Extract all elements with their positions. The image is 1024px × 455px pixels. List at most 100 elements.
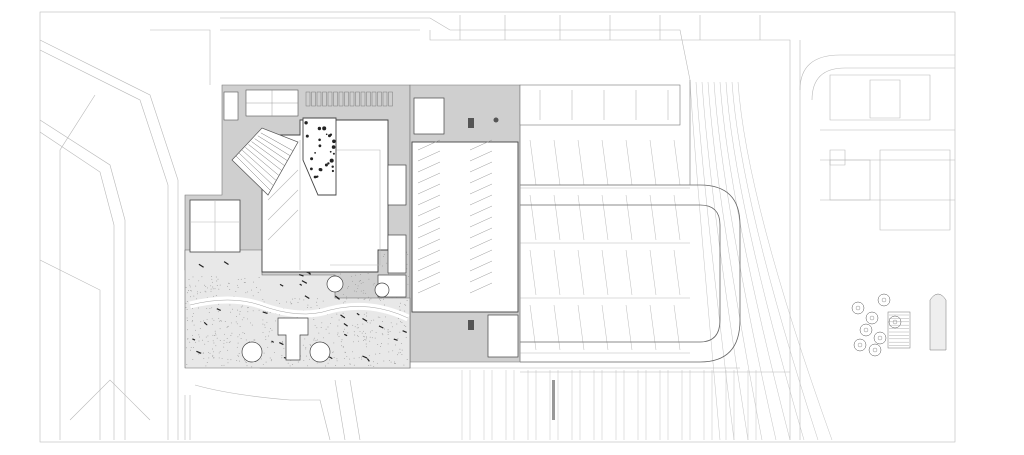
planting-dot [244,333,246,334]
planting-dot [239,313,241,315]
planting-dot [308,358,310,360]
parking-bay [382,91,388,107]
planting-dot [405,304,407,306]
planting-dot [206,362,208,364]
canopy-hatch-line [417,227,493,239]
planting-dot [205,285,207,287]
bay-line [601,139,609,186]
planting-dot [213,295,215,297]
planting-dot [403,325,405,327]
planting-dot [227,325,229,327]
garden-stage [277,317,309,361]
terrace-row [235,155,271,191]
planting-dot [364,298,366,300]
planting-dot [271,329,273,331]
planting-dot [264,311,266,313]
planting-dot [221,365,223,367]
planting-dot [252,295,254,297]
planting-dot [214,332,216,334]
planting-dot [406,300,408,301]
planting-dot [354,326,356,328]
planting-dot [204,284,206,286]
planting-dot [292,364,294,366]
foliage-dot [331,145,336,149]
planting-dot [387,330,389,332]
planting-dot [394,344,396,346]
planting-dot [276,300,278,302]
planting-dot [366,315,367,317]
planting-dot [239,334,240,336]
planting-dot [370,364,372,366]
shrub-mark [279,283,284,287]
planting-dot [190,346,192,348]
parked-vehicle-1 [468,118,474,128]
planting-dot [226,338,228,339]
planting-dot [218,352,220,354]
planting-dot [192,359,194,361]
planting-dot [193,312,195,314]
planting-dot [203,320,204,322]
foliage-dot [318,144,322,148]
tree-icon [851,301,865,315]
tree-icon [888,315,902,329]
planting-dot [219,340,221,342]
planting-dot [230,311,232,313]
planting-dot [279,302,281,304]
planting-dot [398,352,400,354]
planting-dot [383,304,385,306]
planting-dot [199,291,201,293]
canopy-hatch-line [417,172,493,184]
planting-dot [361,358,363,360]
planting-dot [313,319,315,320]
bay-line [529,304,537,351]
planting-dot [314,324,316,326]
planting-dot [368,365,370,366]
planting-dot [219,320,221,322]
planting-dot [242,332,244,334]
bay-line [625,139,633,186]
planting-dot [341,339,343,341]
tree-icon [857,342,863,348]
planting-dot [313,337,315,339]
planting-dot [363,330,364,332]
planting-dot [408,276,410,277]
canopy-hatch-line [417,216,493,228]
parking-bay [377,91,382,107]
planting-dot [205,291,207,293]
planting-dot [388,337,390,339]
planting-dot [294,298,296,300]
planting-dot [186,301,188,302]
planting-dot [268,331,270,333]
planting-dot [399,309,401,311]
planting-dot [255,287,257,288]
planting-dot [223,346,225,348]
planting-dot [407,283,409,285]
terrace-row [245,147,279,176]
parking-bay [333,91,338,107]
planting-dot [262,332,264,334]
court-hatch [889,314,909,346]
shrub-mark [362,317,368,322]
bay-line [553,304,561,351]
planting-dot [196,291,198,293]
planting-dot [218,357,220,359]
planting-dot [191,290,192,292]
foliage-dot [305,134,309,138]
planting-dot [305,355,307,357]
canopy-hatch-line [417,161,493,173]
planting-dot [368,296,370,298]
planting-dot [342,345,344,347]
planting-dot [290,303,292,305]
planting-dot [377,316,379,318]
tree-icon [877,335,883,341]
planting-dot [332,351,334,353]
planting-dot [218,303,220,305]
shrub-mark [203,321,208,326]
planting-dot [321,322,323,324]
planting-dot [370,331,372,333]
bay-line [673,304,681,351]
planting-dot [360,274,362,276]
planting-dot [389,331,391,333]
planting-dot [247,307,248,309]
shrub-mark [192,338,196,341]
